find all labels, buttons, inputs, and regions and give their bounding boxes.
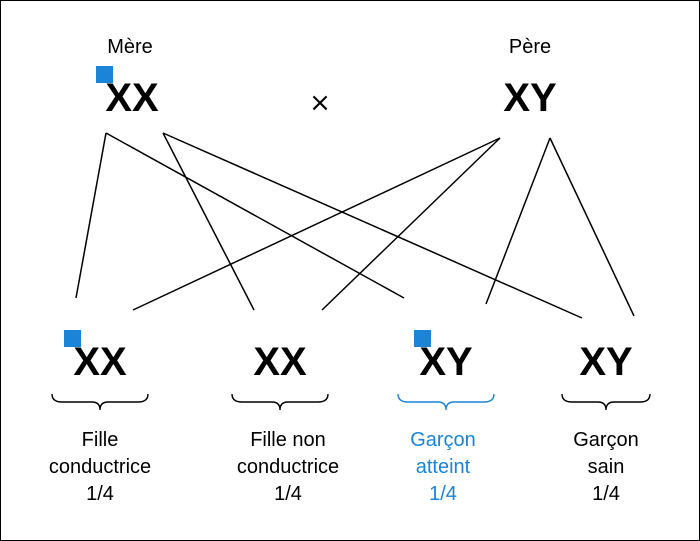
child-genotype: XY [579, 340, 633, 384]
child-label-line-1: Garçon [410, 429, 476, 451]
child-probability: 1/4 [86, 483, 114, 505]
child-label-line-2: conductrice [237, 456, 339, 478]
line-mother-x1-to-child3 [105, 132, 405, 299]
parent-father: Père XY [503, 36, 557, 120]
child-probability: 1/4 [274, 483, 302, 505]
inheritance-lines [75, 132, 635, 319]
cross-symbol: × [309, 88, 331, 118]
parent-mother: Mère XX [96, 36, 159, 120]
child-1: XX Fille conductrice 1/4 [49, 330, 151, 505]
brace [397, 393, 495, 411]
mother-label: Mère [107, 36, 153, 58]
child-genotype: XY [419, 340, 473, 384]
child-genotype: XX [253, 340, 307, 384]
carrier-marker [64, 330, 81, 347]
mother-genotype: XX [105, 76, 159, 120]
father-genotype: XY [503, 76, 557, 120]
line-father-x-to-child1 [132, 137, 501, 311]
carrier-marker [414, 330, 431, 347]
brace [231, 393, 329, 411]
line-father-x-to-child2 [321, 137, 501, 311]
child-genotype: XX [73, 340, 127, 384]
child-label-line-1: Garçon [573, 429, 639, 451]
child-label-line-2: sain [588, 456, 625, 478]
brace [561, 393, 651, 411]
line-father-y-to-child3 [485, 137, 551, 305]
child-label-line-1: Fille non [250, 429, 326, 451]
child-probability: 1/4 [592, 483, 620, 505]
child-4: XY Garçon sain 1/4 [561, 340, 651, 505]
line-father-y-to-child4 [549, 137, 635, 317]
carrier-marker [96, 66, 113, 83]
father-label: Père [509, 36, 551, 58]
child-3: XY Garçon atteint 1/4 [397, 330, 495, 505]
child-label-line-2: conductrice [49, 456, 151, 478]
line-mother-x2-to-child2 [162, 132, 255, 311]
brace [51, 393, 149, 411]
line-mother-x1-to-child1 [75, 132, 107, 299]
child-label-line-1: Fille [82, 429, 119, 451]
child-label-line-2: atteint [416, 456, 471, 478]
child-probability: 1/4 [429, 483, 457, 505]
child-2: XX Fille non conductrice 1/4 [231, 340, 339, 505]
line-mother-x2-to-child4 [162, 132, 583, 319]
